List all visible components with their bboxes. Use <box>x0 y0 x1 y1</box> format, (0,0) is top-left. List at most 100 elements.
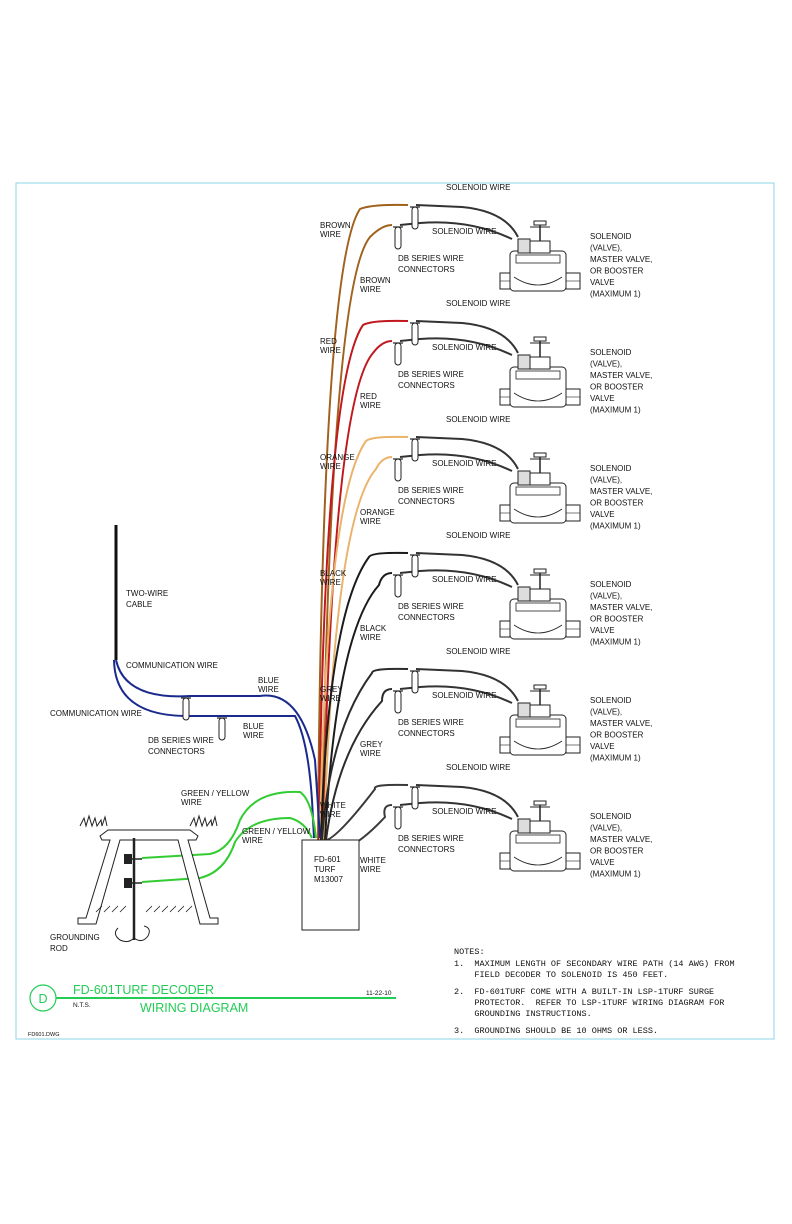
decoder-label-1: FD-601 <box>314 855 341 864</box>
solenoid-wire-top-label-3: SOLENOID WIRE <box>446 415 510 424</box>
feeder-wire-5a <box>321 667 409 841</box>
valve-label-2-0: SOLENOID <box>590 348 632 357</box>
valve-label-5-0: SOLENOID <box>590 696 632 705</box>
solenoid-wire-2b <box>399 337 513 356</box>
note-line-2: FIELD DECODER TO SOLENOID IS 450 FEET. <box>454 970 668 980</box>
wire-label-upper-5b: WIRE <box>320 694 341 703</box>
valve-label-3-0: SOLENOID <box>590 464 632 473</box>
decoder-label-3: M13007 <box>314 875 343 884</box>
valve-label-4-0: SOLENOID <box>590 580 632 589</box>
valve-label-1-2: MASTER VALVE, <box>590 255 652 264</box>
valve-3 <box>499 452 581 524</box>
connectors-label-5a: DB SERIES WIRE <box>398 718 464 727</box>
blue-wire-upper <box>115 659 321 839</box>
green-yellow-label-1a: GREEN / YELLOW <box>181 789 250 798</box>
valve-label-6-2: MASTER VALVE, <box>590 835 652 844</box>
comm-connector-1 <box>180 697 192 721</box>
solenoid-wire-3b <box>399 453 513 472</box>
solenoid-wire-top-label-1: SOLENOID WIRE <box>446 183 510 192</box>
note-line-1: 1. MAXIMUM LENGTH OF SECONDARY WIRE PATH… <box>454 959 735 969</box>
valve-label-4-5: (MAXIMUM 1) <box>590 638 641 647</box>
note-line-5: PROTECTOR. REFER TO LSP-1TURF WIRING DIA… <box>454 998 724 1008</box>
wire-label-lower-2: RED <box>360 392 377 401</box>
blue-wire-label-1a: BLUE <box>258 676 279 685</box>
wire-label-lower-3b: WIRE <box>360 517 381 526</box>
wire-label-lower-6: WHITE <box>360 856 386 865</box>
feeder-wire-1b <box>321 224 393 841</box>
valve-label-4-3: OR BOOSTER <box>590 615 644 624</box>
wire-label-upper-4b: WIRE <box>320 578 341 587</box>
solenoid-wire-mid-label-1: SOLENOID WIRE <box>432 227 496 236</box>
db-connector-1b <box>409 206 421 230</box>
blue-wire-label-1b: WIRE <box>258 685 279 694</box>
solenoid-wire-mid-label-6: SOLENOID WIRE <box>432 807 496 816</box>
connectors-label-2b: CONNECTORS <box>398 381 455 390</box>
blue-wire-label-2a: BLUE <box>243 722 264 731</box>
solenoid-wire-1b <box>399 221 513 240</box>
connectors-label-3a: DB SERIES WIRE <box>398 486 464 495</box>
wire-label-upper-5: GREY <box>320 685 343 694</box>
valve-box <box>77 829 219 925</box>
db-connector-3a <box>392 458 404 482</box>
valve-label-5-4: VALVE <box>590 742 615 751</box>
note-line-6: GROUNDING INSTRUCTIONS. <box>454 1009 592 1019</box>
soil-hatch <box>95 905 193 913</box>
connectors-label-3b: CONNECTORS <box>398 497 455 506</box>
wire-label-upper-3b: WIRE <box>320 462 341 471</box>
db-connector-4b <box>409 554 421 578</box>
feeder-wire-2b <box>322 340 393 841</box>
notes: NOTES: 1. MAXIMUM LENGTH OF SECONDARY WI… <box>454 947 735 1036</box>
valve-label-3-4: VALVE <box>590 510 615 519</box>
title-block: D FD-601TURF DECODER WIRING DIAGRAM N.T.… <box>28 983 396 1038</box>
connectors-label-6b: CONNECTORS <box>398 845 455 854</box>
connectors-label-1b: CONNECTORS <box>398 265 455 274</box>
feeder-wire-1a <box>317 203 409 841</box>
connectors-label-4b: CONNECTORS <box>398 613 455 622</box>
wire-label-upper-2: RED <box>320 337 337 346</box>
valve-label-3-1: (VALVE), <box>590 476 622 485</box>
wire-label-lower-2b: WIRE <box>360 401 381 410</box>
wire-label-upper-3: ORANGE <box>320 453 355 462</box>
drawing-file-label: FD601.DWG <box>28 1032 59 1038</box>
solenoid-wire-4a <box>415 552 519 586</box>
valve-4 <box>499 568 581 640</box>
communication-wire-label: COMMUNICATION WIRE <box>126 661 218 670</box>
valve-label-6-3: OR BOOSTER <box>590 847 644 856</box>
wire-label-upper-1: BROWN <box>320 221 351 230</box>
drawing-frame <box>15 182 775 1040</box>
green-yellow-label-2b: WIRE <box>242 836 263 845</box>
wire-label-lower-3: ORANGE <box>360 508 395 517</box>
feeder-wire-6a <box>322 783 409 842</box>
valve-label-4-2: MASTER VALVE, <box>590 603 652 612</box>
drawing-title: FD-601TURF DECODER <box>73 983 214 997</box>
valve-label-5-5: (MAXIMUM 1) <box>590 754 641 763</box>
feeder-wire-3a <box>319 435 409 841</box>
valve-label-2-5: (MAXIMUM 1) <box>590 406 641 415</box>
wire-label-upper-1b: WIRE <box>320 230 341 239</box>
feeder-wire-5b <box>325 688 393 841</box>
note-line-8: 3. GROUNDING SHOULD BE 10 OHMS OR LESS. <box>454 1026 658 1036</box>
rod-earth <box>114 925 150 943</box>
decoder-label-2: TURF <box>314 865 335 874</box>
wire-label-lower-1: BROWN <box>360 276 391 285</box>
blue-wire-label-2b: WIRE <box>243 731 264 740</box>
green-yellow-wire-2 <box>141 816 313 883</box>
db-connector-5a <box>392 690 404 714</box>
solenoid-wire-5b <box>399 685 513 704</box>
connectors-label-6a: DB SERIES WIRE <box>398 834 464 843</box>
wire-label-lower-6b: WIRE <box>360 865 381 874</box>
communication-section: TWO-WIRE CABLE COMMUNICATION WIRE COMMUN… <box>50 525 321 839</box>
solenoid-wire-top-label-4: SOLENOID WIRE <box>446 531 510 540</box>
valve-label-3-5: (MAXIMUM 1) <box>590 522 641 531</box>
valve-label-6-0: SOLENOID <box>590 812 632 821</box>
two-wire-cable-label-2: CABLE <box>126 600 152 609</box>
comm-connectors-label-1: DB SERIES WIRE <box>148 736 214 745</box>
db-connector-6b <box>409 786 421 810</box>
solenoid-wire-6a <box>415 784 519 818</box>
valve-label-3-3: OR BOOSTER <box>590 499 644 508</box>
